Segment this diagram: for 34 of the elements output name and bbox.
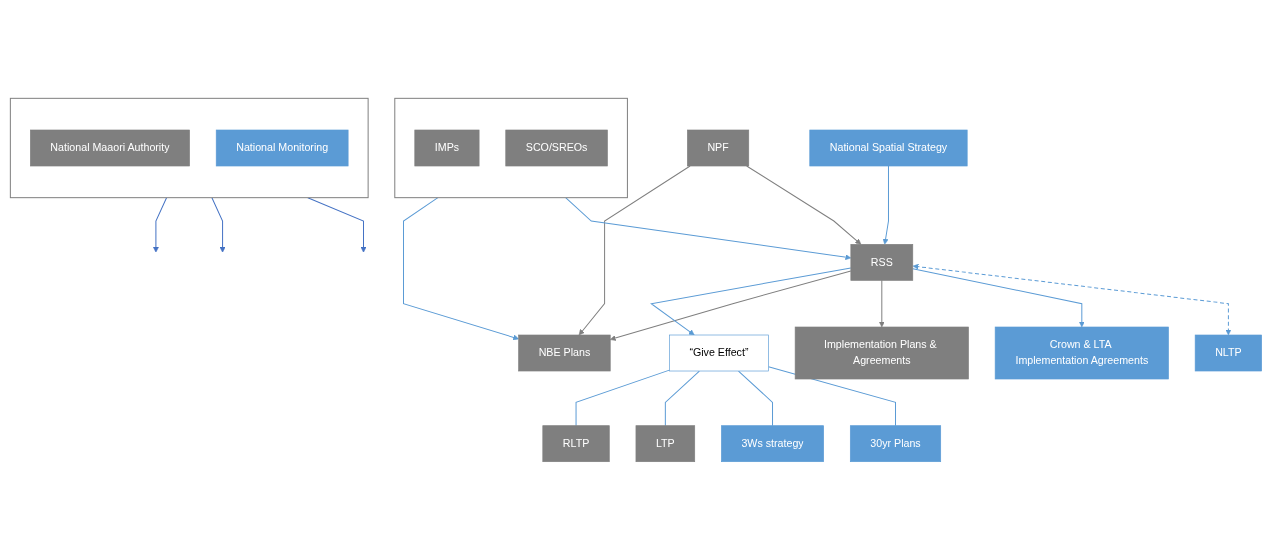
- arrow: [307, 197, 367, 253]
- arrow: [211, 197, 226, 253]
- node-box: NBE Plans: [518, 334, 611, 372]
- node-box: RLTP: [542, 425, 610, 462]
- arrow: [912, 263, 1232, 336]
- arrow: [912, 268, 1085, 328]
- node-box: NLTP: [1194, 334, 1262, 372]
- cluster: [9, 97, 369, 199]
- arrow: [878, 279, 885, 328]
- connector: [575, 369, 670, 427]
- node-box: National Spatial Strategy: [809, 129, 968, 167]
- arrow: [403, 197, 519, 341]
- arrow: [565, 197, 852, 261]
- node-box: 3Ws strategy: [721, 425, 824, 462]
- node-box: 30yr Plans: [849, 425, 942, 462]
- node-box: Implementation Plans & Agreements: [794, 326, 969, 380]
- arrow: [650, 267, 852, 336]
- arrow: [882, 165, 889, 245]
- node-box: Crown & LTA Implementation Agreements: [994, 326, 1169, 380]
- node-box: “Give Effect”: [669, 334, 769, 372]
- connector: [738, 370, 773, 427]
- node-box: LTP: [635, 425, 696, 462]
- arrow: [609, 270, 852, 341]
- node-box: SCO/SREOs: [505, 129, 608, 167]
- arrow: [578, 165, 691, 336]
- connector: [664, 370, 700, 427]
- node-box: National Monitoring: [215, 129, 349, 167]
- node-box: NPF: [687, 129, 750, 167]
- arrow: [152, 197, 168, 253]
- node-box: IMPs: [414, 129, 480, 167]
- arrow: [746, 165, 862, 245]
- node-box: National Maaori Authority: [30, 129, 190, 167]
- cluster: [394, 97, 628, 199]
- node-box: RSS: [850, 244, 914, 281]
